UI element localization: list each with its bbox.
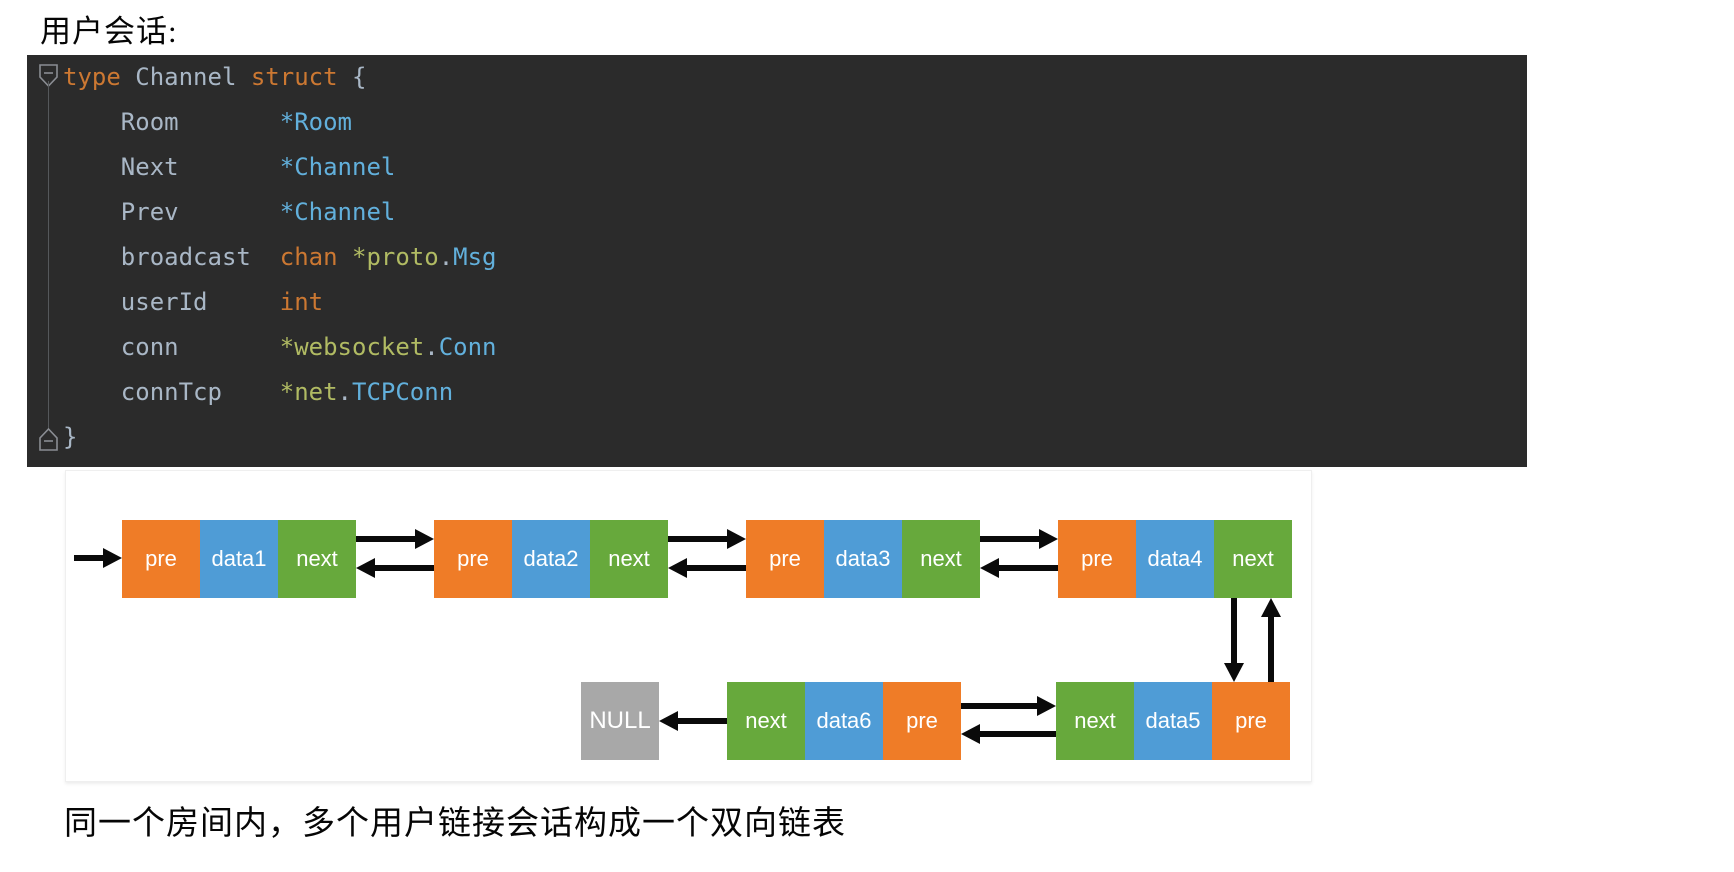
node-cell-next: next <box>1214 520 1292 598</box>
arrow-data2-next-to-data3 <box>668 529 746 549</box>
code-token: { <box>337 63 367 91</box>
code-token: Prev <box>63 198 280 226</box>
code-editor-screenshot: type Channel struct { Room *Room Next *C… <box>27 55 1527 467</box>
code-token: *Room <box>279 108 352 136</box>
code-line: userId int <box>63 280 497 325</box>
arrowhead-left-icon <box>668 558 687 578</box>
code-token: Next <box>63 153 280 181</box>
arrow-data4-pre-to-data3 <box>980 558 1058 578</box>
arrow-data6-next-to-null <box>659 711 727 731</box>
code-token: TCPConn <box>352 378 454 406</box>
code-token: connTcp <box>63 378 280 406</box>
fold-collapse-bottom-icon <box>39 427 58 451</box>
code-token: conn <box>63 333 280 361</box>
node-cell-next: next <box>590 520 668 598</box>
code-token: int <box>279 288 324 316</box>
node-cell-pre: pre <box>434 520 512 598</box>
node-cell-next: next <box>727 682 805 760</box>
node-cell-pre: pre <box>122 520 200 598</box>
arrow-data3-next-to-data4 <box>980 529 1058 549</box>
code-line: Room *Room <box>63 100 497 145</box>
node-cell-data2: data2 <box>512 520 590 598</box>
arrow-data4-next-to-data5 <box>1224 598 1244 682</box>
arrow-data1-next-to-data2 <box>356 529 434 549</box>
node-cell-data1: data1 <box>200 520 278 598</box>
arrowhead-left-icon <box>980 558 999 578</box>
fold-range-line <box>48 81 49 431</box>
code-token: *websocket <box>279 333 425 361</box>
node-cell-pre: pre <box>746 520 824 598</box>
code-token: . <box>424 333 439 361</box>
code-token: . <box>337 378 352 406</box>
arrowhead-down-icon <box>1224 663 1244 682</box>
code-token: chan <box>279 243 338 271</box>
code-line: Next *Channel <box>63 145 497 190</box>
code-token: broadcast <box>63 243 280 271</box>
node-cell-data3: data3 <box>824 520 902 598</box>
code-token: type <box>63 63 121 91</box>
arrow-entry-into-data1 <box>74 548 122 568</box>
code-token: *Channel <box>279 198 396 226</box>
page-caption: 同一个房间内，多个用户链接会话构成一个双向链表 <box>64 806 846 842</box>
arrow-data5-pre-to-data4 <box>1261 598 1281 682</box>
arrowhead-right-icon <box>1037 696 1056 716</box>
arrowhead-left-icon <box>356 558 375 578</box>
code-line: broadcast chan *proto.Msg <box>63 235 497 280</box>
node-cell-pre: pre <box>883 682 961 760</box>
null-terminator-box: NULL <box>581 682 659 760</box>
code-token: userId <box>63 288 280 316</box>
code-token: . <box>438 243 454 271</box>
arrowhead-right-icon <box>103 548 122 568</box>
node-cell-data6: data6 <box>805 682 883 760</box>
arrowhead-right-icon <box>415 529 434 549</box>
node-cell-pre: pre <box>1058 520 1136 598</box>
code-token: *net <box>279 378 338 406</box>
code-line: Prev *Channel <box>63 190 497 235</box>
arrowhead-up-icon <box>1261 598 1281 617</box>
code-token: Conn <box>438 333 497 361</box>
fold-collapse-top-icon <box>39 64 58 88</box>
arrowhead-left-icon <box>659 711 678 731</box>
code-token: Msg <box>453 243 497 271</box>
code-line: } <box>63 415 497 460</box>
go-struct-code: type Channel struct { Room *Room Next *C… <box>63 55 497 460</box>
code-line: conn *websocket.Conn <box>63 325 497 370</box>
arrow-data5-next-to-data6 <box>961 724 1056 744</box>
arrow-data6-pre-to-data5 <box>961 696 1056 716</box>
arrow-data3-pre-to-data2 <box>668 558 746 578</box>
node-cell-data5: data5 <box>1134 682 1212 760</box>
node-cell-next: next <box>1056 682 1134 760</box>
arrowhead-left-icon <box>961 724 980 744</box>
arrowhead-right-icon <box>727 529 746 549</box>
code-token: struct <box>250 63 338 91</box>
code-token: Room <box>63 108 280 136</box>
arrowhead-right-icon <box>1039 529 1058 549</box>
node-cell-next: next <box>278 520 356 598</box>
code-line: type Channel struct { <box>63 55 497 100</box>
node-cell-next: next <box>902 520 980 598</box>
arrow-data2-pre-to-data1 <box>356 558 434 578</box>
code-token <box>338 243 352 271</box>
node-cell-data4: data4 <box>1136 520 1214 598</box>
code-token: } <box>63 423 78 451</box>
code-token: Channel <box>120 63 251 91</box>
node-cell-pre: pre <box>1212 682 1290 760</box>
code-token: *proto <box>352 243 439 271</box>
code-token: *Channel <box>279 153 396 181</box>
code-line: connTcp *net.TCPConn <box>63 370 497 415</box>
page-title: 用户会话: <box>40 14 178 49</box>
